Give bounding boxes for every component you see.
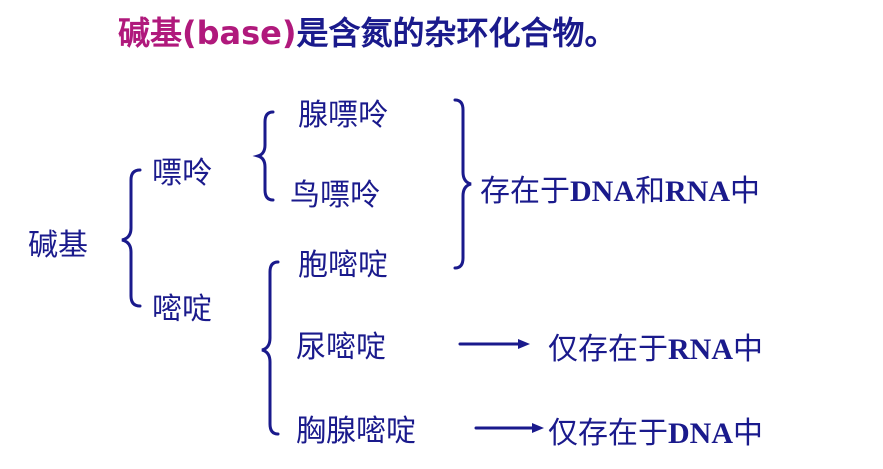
shared-brace — [453, 98, 472, 270]
pyrimidine-brace — [261, 260, 280, 436]
note-dna-bold: DNA — [668, 417, 733, 450]
title-highlight: 碱基(base) — [118, 14, 297, 52]
note-rna-bold: RNA — [668, 333, 733, 366]
note-rna-pre: 仅存在于 — [548, 332, 668, 367]
base-adenine: 腺嘌呤 — [298, 98, 388, 133]
note-dna-only: 仅存在于DNA中 — [548, 408, 763, 452]
title-rest: 是含氮的杂环化合物。 — [296, 14, 617, 52]
group-purine: 嘌呤 — [152, 156, 212, 191]
note-both-mid: 和 — [635, 174, 665, 209]
note-rna-only: 仅存在于RNA中 — [548, 324, 763, 368]
note-both-rna: RNA — [665, 175, 730, 208]
note-dna-pre: 仅存在于 — [548, 416, 668, 451]
base-thymine: 胸腺嘧啶 — [296, 414, 416, 449]
page-title: 碱基(base)是含氮的杂环化合物。 — [118, 8, 617, 54]
note-both-pre: 存在于 — [480, 174, 570, 209]
root-label: 碱基 — [28, 228, 88, 263]
note-both-dna: DNA — [570, 175, 635, 208]
arrow-uracil-head — [518, 339, 530, 349]
root-brace — [121, 168, 142, 308]
arrow-thymine-head — [532, 423, 544, 433]
note-both-post: 中 — [730, 174, 760, 209]
note-both: 存在于DNA和RNA中 — [480, 166, 760, 210]
note-rna-post: 中 — [733, 332, 763, 367]
group-pyrimidine: 嘧啶 — [152, 292, 212, 327]
note-dna-post: 中 — [733, 416, 763, 451]
base-uracil: 尿嘧啶 — [296, 330, 386, 365]
purine-brace — [252, 110, 275, 202]
base-guanine: 鸟嘌呤 — [290, 178, 380, 213]
base-cytosine: 胞嘧啶 — [298, 248, 388, 283]
